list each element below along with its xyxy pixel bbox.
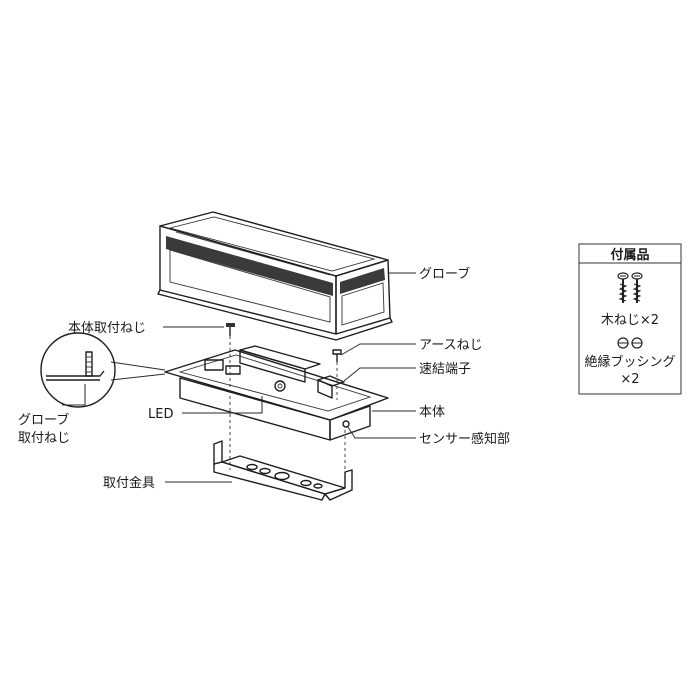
led-label: LED [148, 407, 173, 422]
earth-screw-label: アースねじ [419, 338, 483, 353]
globe-label: グローブ [419, 266, 470, 282]
globe-part [157, 211, 393, 341]
globe-screw-label-1: グローブ [18, 412, 69, 428]
connector-terminal-label: 速結端子 [419, 362, 471, 377]
bushing-label-1: 絶縁ブッシング [584, 354, 675, 370]
globe-screw-label-2: 取付ねじ [18, 431, 70, 446]
body-label: 本体 [419, 405, 445, 420]
accessories-box: 付属品 木ねじ×2 絶縁ブッシング ×2 [578, 243, 682, 395]
wood-screw-icon [617, 272, 643, 303]
mounting-bracket-part [213, 440, 353, 501]
bushing-label-2: ×2 [620, 372, 639, 387]
sensor-label: センサー感知部 [419, 431, 510, 447]
accessories-title: 付属品 [610, 247, 649, 263]
body-mount-screw-label: 本体取付ねじ [68, 321, 146, 336]
bushing-icon [617, 337, 643, 349]
leader-lines [62, 272, 416, 483]
body-mount-screw-part [226, 323, 235, 470]
mounting-bracket-label: 取付金具 [103, 475, 155, 491]
body-part [164, 345, 389, 441]
detail-circle [40, 332, 166, 408]
wood-screw-label: 木ねじ×2 [601, 313, 659, 328]
